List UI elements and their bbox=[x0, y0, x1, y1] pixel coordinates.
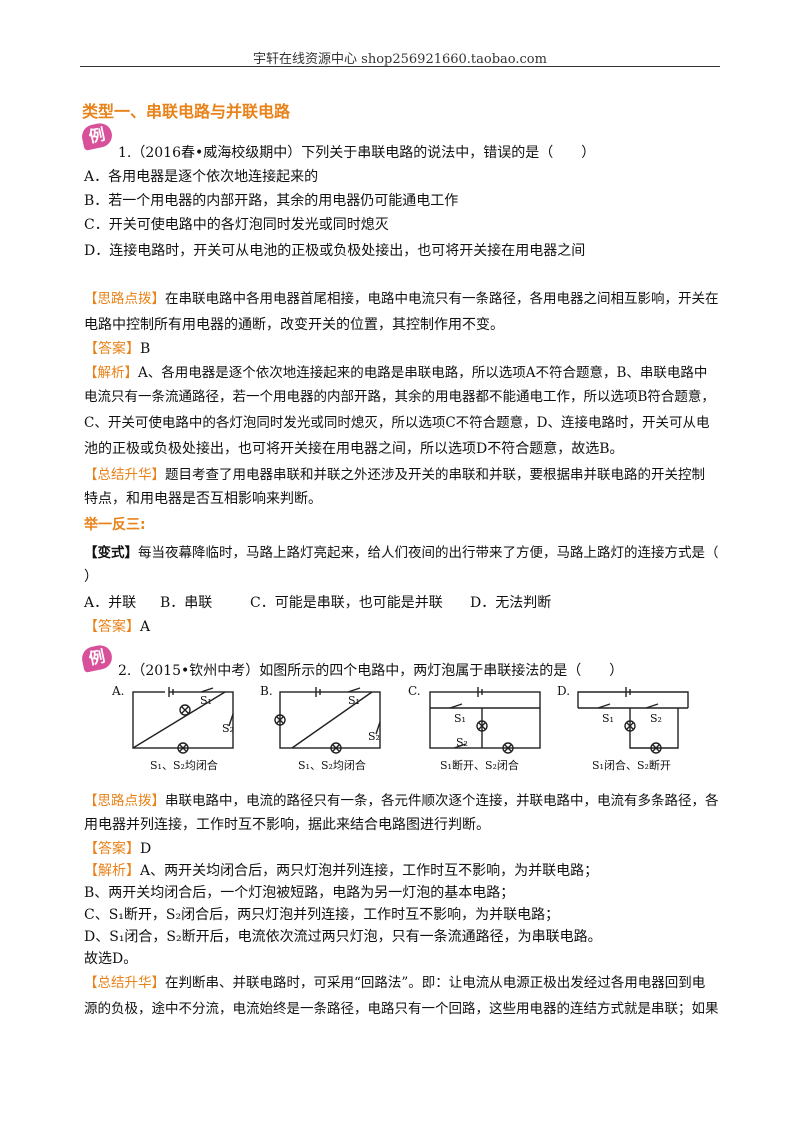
q2-idea-tag: 【思路点拨】 bbox=[84, 793, 165, 809]
variant-tag: 【变式】 bbox=[84, 545, 138, 561]
q1-analysis-line-2: 电流只有一条流通路径，若一个用电器的内部开路，其余的用电器都不能通电工作，所以选… bbox=[84, 389, 715, 405]
q2-analysis-line-1: 【解析】A、两开关均闭合后，两只灯泡并列连接，工作时互不影响，为并联电路； bbox=[84, 863, 599, 879]
q1-option-c: C．开关可使电路中的各灯泡同时发光或同时熄灭 bbox=[84, 217, 389, 233]
q2-idea-line-1: 【思路点拨】串联电路中，电流的路径只有一条，各元件顺次逐个连接，并联电路中，电流… bbox=[84, 793, 719, 809]
circuit-d-label: D. bbox=[557, 684, 571, 698]
q1-summary-line-1: 【总结升华】题目考查了用电器串联和并联之外还涉及开关的串联和并联，要根据串并联电… bbox=[84, 467, 705, 483]
q1-option-d: D．连接电路时，开关可从电池的正极或负极处接出，也可将开关接在用电器之间 bbox=[84, 243, 586, 259]
switch-label: S₂ bbox=[222, 722, 234, 735]
q2-analysis-line-3: C、S₁断开，S₂闭合后，两只灯泡并列连接，工作时互不影响，为并联电路； bbox=[84, 907, 560, 923]
q2-summary-line-1: 【总结升华】在判断串、并联电路时，可采用“回路法”。即：让电流从电源正极出发经过… bbox=[84, 975, 706, 991]
circuit-diagram-c bbox=[429, 687, 541, 754]
circuit-c-caption: S₁断开、S₂闭合 bbox=[440, 759, 519, 772]
circuit-d-caption: S₁闭合、S₂断开 bbox=[592, 759, 671, 772]
q1-answer: 【答案】B bbox=[84, 341, 151, 357]
variant-heading: 举一反三: bbox=[84, 517, 146, 533]
q1-analysis-line-3: C、开关可使电路中的各灯泡同时发光或同时熄灭，所以选项C不符合题意，D、连接电路… bbox=[84, 415, 710, 431]
variant-option-b: B．串联 bbox=[160, 595, 213, 611]
q2-idea-line-2: 用电器并列连接，工作时互不影响，据此来结合电路图进行判断。 bbox=[84, 817, 490, 833]
example-badge-icon: 例 bbox=[79, 643, 115, 673]
circuit-b-label: B. bbox=[260, 684, 273, 698]
variant-answer: 【答案】A bbox=[84, 619, 151, 635]
q1-analysis-tag: 【解析】 bbox=[84, 365, 138, 381]
switch-label: S₂ bbox=[368, 730, 380, 743]
circuit-diagram-a bbox=[132, 687, 234, 754]
circuit-diagram-b bbox=[274, 687, 381, 754]
q1-analysis-line-1: 【解析】A、各用电器是逐个依次地连接起来的电路是串联电路，所以选项A不符合题意，… bbox=[84, 365, 708, 381]
circuit-c-label: C. bbox=[408, 684, 421, 698]
q2-summary-tag: 【总结升华】 bbox=[84, 975, 165, 991]
q1-summary-tag: 【总结升华】 bbox=[84, 467, 165, 483]
q1-summary-line-2: 特点，和用电器是否互相影响来判断。 bbox=[84, 491, 322, 507]
q1-stem: 1.（2016春•威海校级期中）下列关于串联电路的说法中，错误的是（ ） bbox=[118, 145, 596, 161]
circuit-diagram-d bbox=[577, 687, 689, 754]
q1-idea-tag: 【思路点拨】 bbox=[84, 291, 165, 307]
q1-option-a: A．各用电器是逐个依次地连接起来的 bbox=[84, 169, 319, 185]
header-divider bbox=[80, 66, 720, 67]
circuit-a-caption: S₁、S₂均闭合 bbox=[150, 759, 218, 772]
q2-stem: 2.（2015•钦州中考）如图所示的四个电路中，两灯泡属于串联接法的是（ ） bbox=[118, 663, 624, 679]
variant-option-d: D．无法判断 bbox=[470, 595, 552, 611]
q1-analysis-line-4: 池的正极或负极处接出，也可将开关接在用电器之间，所以选项D不符合题意，故选B。 bbox=[84, 441, 624, 457]
circuit-a-label: A. bbox=[112, 684, 125, 698]
q1-option-b: B．若一个用电器的内部开路，其余的用电器仍可能通电工作 bbox=[84, 193, 459, 209]
q2-analysis-line-2: B、两开关均闭合后，一个灯泡被短路，电路为另一灯泡的基本电路； bbox=[84, 885, 515, 901]
section-title: 类型一、串联电路与并联电路 bbox=[82, 102, 291, 121]
q2-analysis-tag: 【解析】 bbox=[84, 863, 140, 879]
q2-analysis-line-5: 故选D。 bbox=[84, 951, 138, 967]
example-badge-icon: 例 bbox=[79, 121, 115, 151]
q2-summary-line-2: 源的负极，途中不分流，电流始终是一条路径，电路只有一个回路，这些用电器的连结方式… bbox=[84, 1001, 719, 1017]
page-header: 宇轩在线资源中心 shop256921660.taobao.com bbox=[253, 52, 547, 67]
circuit-b-caption: S₁、S₂均闭合 bbox=[298, 759, 366, 772]
q2-analysis-line-4: D、S₁闭合，S₂断开后，电流依次流过两只灯泡，只有一条流通路径，为串联电路。 bbox=[84, 929, 602, 945]
q1-idea-line-2: 电路中控制所有用电器的通断，改变开关的位置，其控制作用不变。 bbox=[84, 317, 504, 333]
variant-stem-line-2: ） bbox=[84, 569, 98, 585]
switch-label: S₁ bbox=[602, 712, 614, 725]
switch-label: S₁ bbox=[348, 694, 360, 707]
switch-label: S₂ bbox=[650, 712, 662, 725]
q2-answer: 【答案】D bbox=[84, 841, 152, 857]
variant-stem-line-1: 【变式】每当夜幕降临时，马路上路灯亮起来，给人们夜间的出行带来了方便，马路上路灯… bbox=[84, 545, 719, 561]
q1-idea-line-1: 【思路点拨】在串联电路中各用电器首尾相接，电路中电流只有一条路径，各用电器之间相… bbox=[84, 291, 719, 307]
switch-label: S₁ bbox=[454, 712, 466, 725]
variant-option-a: A．并联 bbox=[84, 595, 137, 611]
variant-option-c: C．可能是串联，也可能是并联 bbox=[250, 595, 443, 611]
switch-label: S₂ bbox=[456, 736, 468, 749]
switch-label: S₁ bbox=[200, 694, 212, 707]
